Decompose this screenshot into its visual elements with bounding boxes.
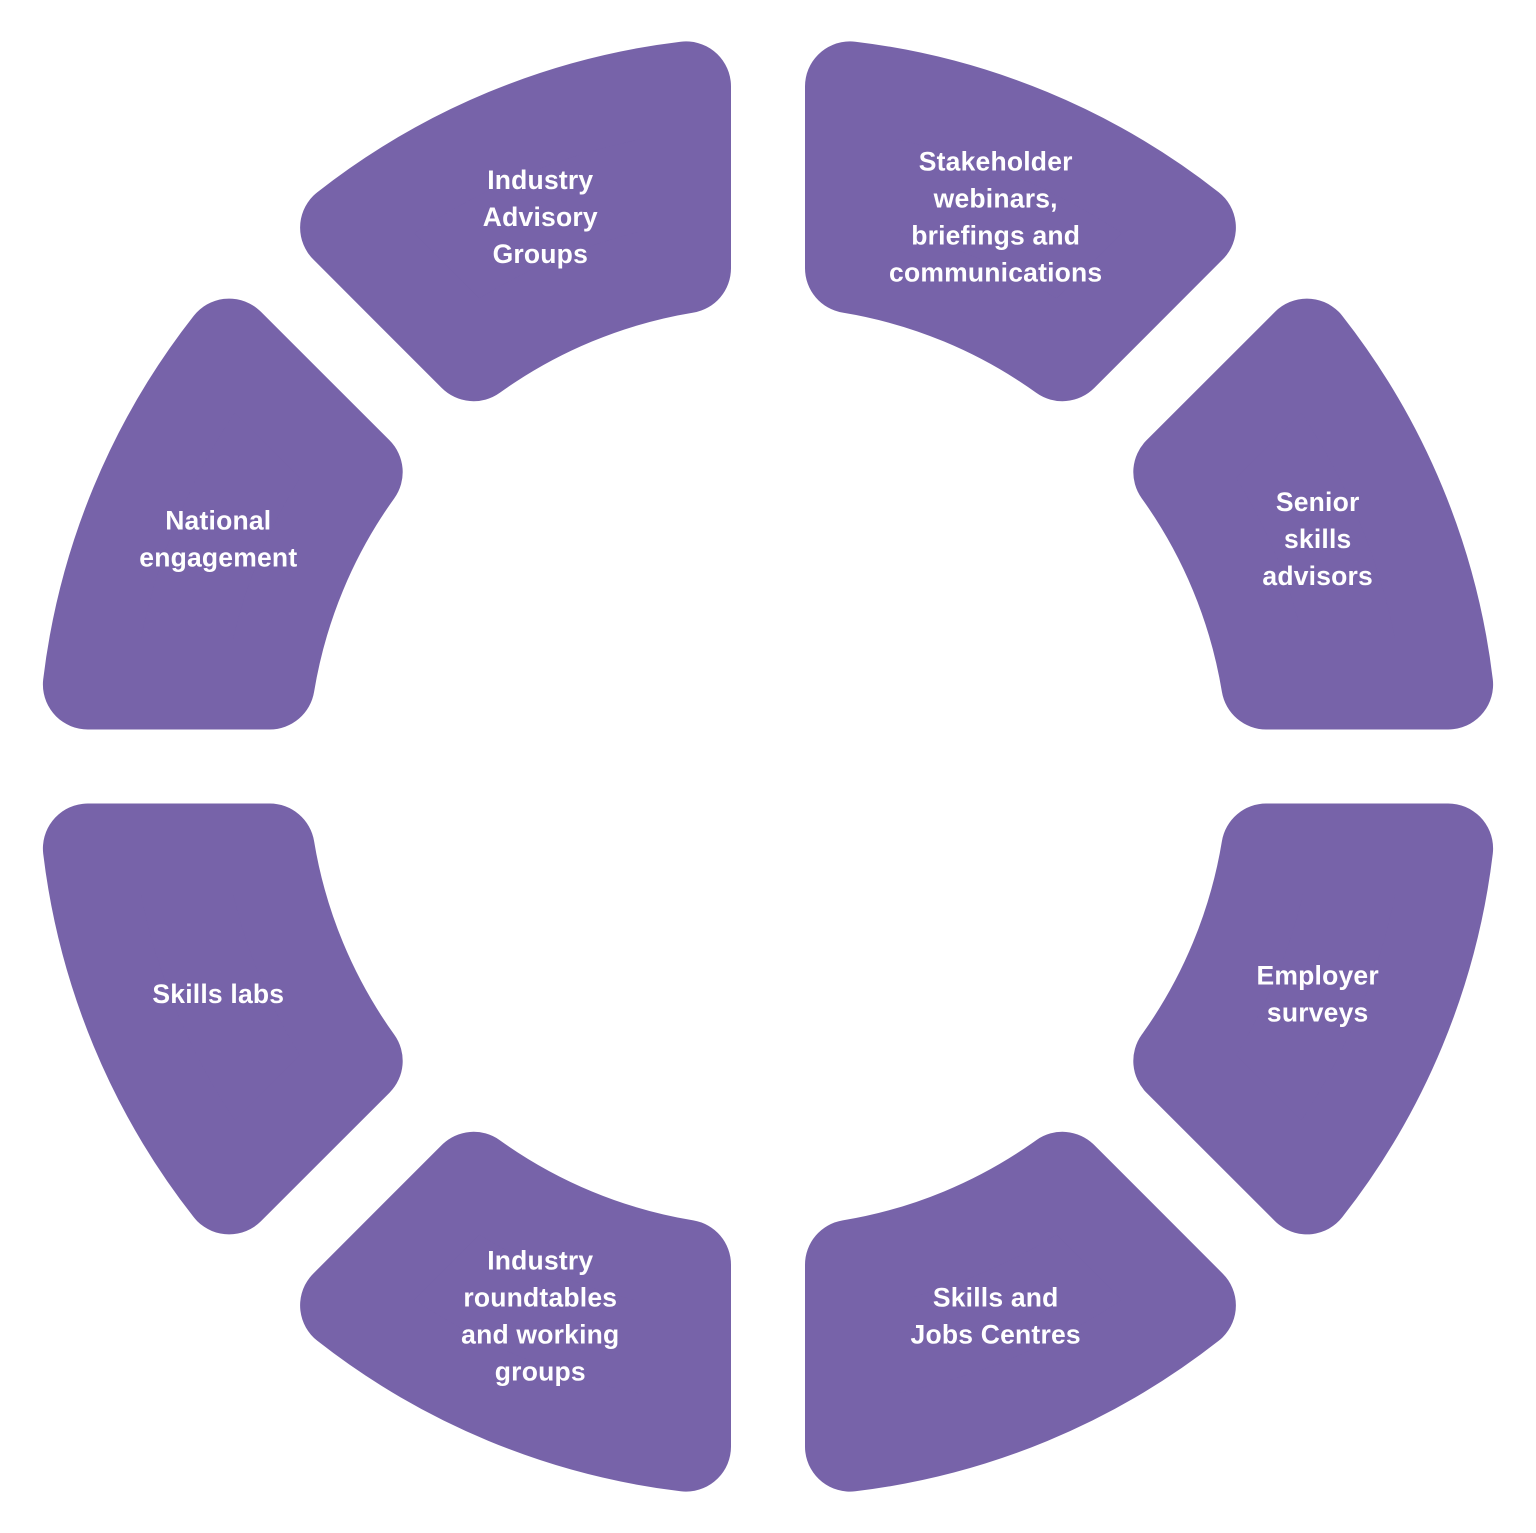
segment-label-line: and working xyxy=(461,1320,619,1350)
segment-label-line: webinars, xyxy=(933,183,1058,213)
segment-employer-surveys xyxy=(1133,803,1494,1235)
segment-label-line: briefings and xyxy=(911,220,1080,250)
segment-label-skills-labs: Skills labs xyxy=(152,979,284,1009)
segment-label-line: Industry xyxy=(487,1246,593,1276)
segment-industry-advisory-groups xyxy=(300,41,731,402)
segment-label-stakeholder-webinars: Stakeholder webinars, briefings and communi… xyxy=(889,146,1102,287)
segment-label-line: Stakeholder xyxy=(919,146,1073,176)
segment-senior-skills-advisors xyxy=(1133,298,1494,730)
segment-skills-and-jobs-centres xyxy=(805,1131,1236,1492)
segment-skills-labs xyxy=(42,803,403,1235)
segment-label-line: groups xyxy=(495,1357,586,1387)
segment-label-senior-skills-advisors: Senior skills advisors xyxy=(1262,487,1373,591)
segment-label-line: Employer xyxy=(1257,961,1379,991)
segment-industry-roundtables xyxy=(300,1131,731,1492)
segment-national-engagement xyxy=(42,298,403,730)
segment-label-line: National xyxy=(165,505,271,535)
segment-label-line: Jobs Centres xyxy=(911,1320,1081,1350)
segment-label-line: Advisory xyxy=(483,202,598,232)
segment-stakeholder-webinars xyxy=(805,41,1236,402)
segment-label-line: roundtables xyxy=(463,1283,617,1313)
segment-label-line: Skills and xyxy=(933,1283,1059,1313)
segment-label-national-engagement: National engagement xyxy=(139,505,297,572)
segment-label-line: advisors xyxy=(1262,561,1373,591)
segment-label-line: engagement xyxy=(139,542,297,572)
segment-label-line: Groups xyxy=(493,239,588,269)
segment-label-line: Skills labs xyxy=(152,979,284,1009)
segment-label-line: surveys xyxy=(1267,998,1369,1028)
segment-label-line: skills xyxy=(1284,524,1352,554)
segment-label-industry-roundtables: Industry roundtables and working groups xyxy=(461,1246,619,1387)
segment-label-line: Senior xyxy=(1276,487,1360,517)
segment-label-line: Industry xyxy=(487,165,593,195)
segment-label-line: communications xyxy=(889,257,1102,287)
segment-label-employer-surveys: Employer surveys xyxy=(1257,961,1379,1028)
